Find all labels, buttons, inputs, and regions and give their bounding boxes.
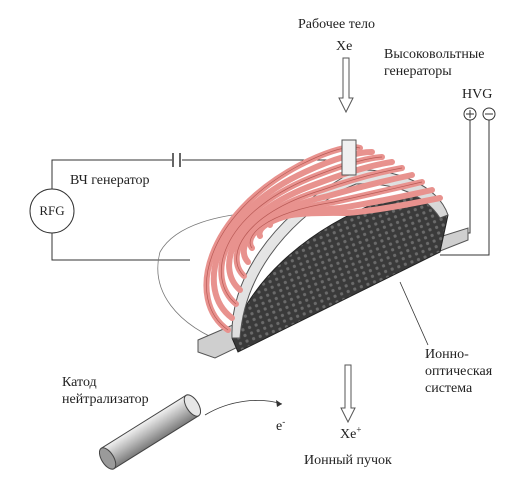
xe-ion-label: Xe+ (340, 424, 362, 443)
hv-generators-label-1: Высоковольтные (384, 47, 485, 62)
ion-optics-leader (399, 281, 429, 346)
hvg-label: HVG (462, 87, 493, 102)
xe-inlet-label: Xe (336, 39, 353, 54)
ion-beam-label: Ионный пучок (304, 453, 392, 468)
rfg-label: RFG (39, 203, 65, 218)
rfg-circle (29, 188, 75, 234)
rf-generator-label: ВЧ генератор (70, 173, 150, 188)
cathode-label-2: нейтрализатор (62, 392, 149, 407)
electron-symbol: e (276, 419, 283, 434)
electron-path (204, 400, 283, 416)
ion-optics-label-1: Ионно- (425, 347, 469, 362)
electron-charge: - (282, 416, 286, 427)
electron-label: e- (276, 416, 286, 435)
gas-inlet-arrow (338, 57, 354, 114)
ion-optics-label-2: оптическая (425, 364, 493, 379)
xe-ion-charge: + (356, 424, 362, 435)
gas-inlet-tube (341, 139, 357, 176)
working-body-label: Рабочее тело (298, 17, 376, 32)
xe-ion-symbol: Xe (340, 427, 357, 442)
ion-beam-arrow (340, 364, 356, 424)
cathode-label-1: Катод (62, 375, 97, 390)
capacitor-icon (172, 153, 181, 167)
ion-optics-label-3: система (425, 381, 473, 396)
hv-generators-label-2: генераторы (384, 64, 452, 79)
cathode-neutralizer (98, 394, 202, 470)
